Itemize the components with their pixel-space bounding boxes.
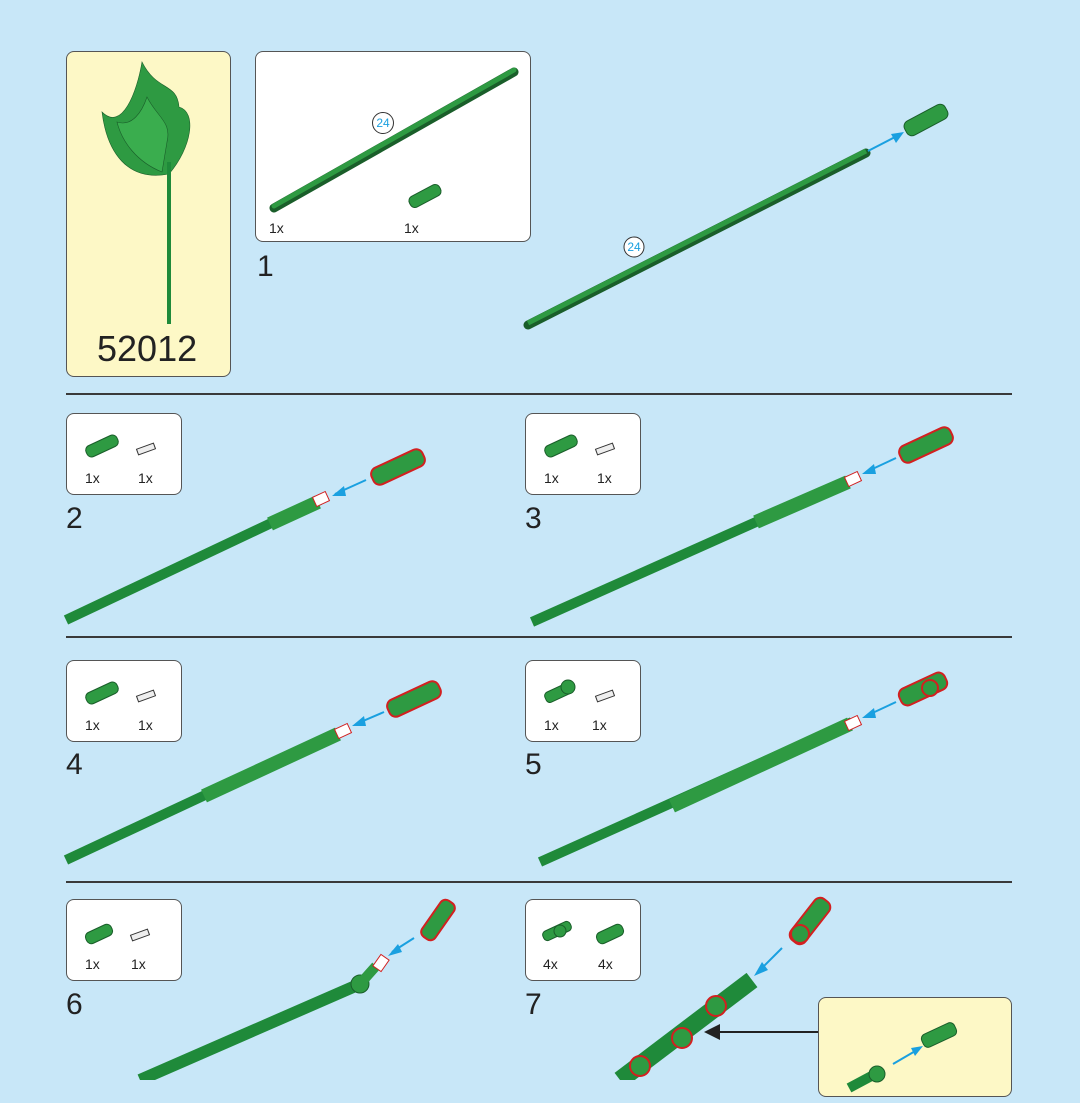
part-qty: 1x	[138, 470, 153, 486]
part-qty: 1x	[131, 956, 146, 972]
part-qty: 1x	[85, 956, 100, 972]
part-qty: 1x	[138, 717, 153, 733]
steps-2-7-assembly	[63, 426, 954, 1080]
part-qty: 1x	[544, 470, 559, 486]
step-3-parts-panel: 1x 1x	[525, 413, 641, 495]
step-2-parts-panel: 1x 1x	[66, 413, 182, 495]
sub-assembly-icon	[846, 1022, 958, 1093]
part-qty: 1x	[592, 717, 607, 733]
connector-pin-icon	[135, 442, 157, 456]
part-qty: 1x	[404, 220, 419, 236]
step-number: 3	[525, 502, 542, 535]
sub-assembly-callout	[818, 997, 1012, 1097]
step-number: 5	[525, 748, 542, 781]
step-5-parts-panel: 1x 1x	[525, 660, 641, 742]
step-number: 7	[525, 988, 542, 1021]
part-qty: 1x	[544, 717, 559, 733]
step-1-assembly	[523, 103, 949, 330]
step-4-parts-panel: 1x 1x	[66, 660, 182, 742]
step-number: 6	[66, 988, 83, 1021]
tube-piece-icon	[85, 681, 119, 705]
tube-piece-icon	[85, 434, 119, 458]
step-number: 2	[66, 502, 83, 535]
step-number: 1	[257, 250, 274, 283]
row-divider	[66, 881, 1012, 883]
callout-number-label: 24	[627, 240, 641, 254]
connector-pin-icon	[594, 689, 616, 703]
part-qty: 1x	[85, 717, 100, 733]
step-number: 4	[66, 748, 83, 781]
connector-pin-icon	[594, 442, 616, 456]
row-divider	[66, 393, 1012, 395]
tube-piece-icon	[595, 923, 625, 945]
part-qty: 4x	[598, 956, 613, 972]
part-qty: 1x	[597, 470, 612, 486]
tube-piece-icon	[408, 183, 442, 209]
step-7-parts-panel: 4x 4x	[525, 899, 641, 981]
connector-pin-icon	[129, 928, 151, 942]
cover-panel: 52012	[66, 51, 231, 377]
part-qty: 4x	[543, 956, 558, 972]
callout-number-badge: 24	[372, 112, 394, 134]
step-6-parts-panel: 1x 1x	[66, 899, 182, 981]
fern-leaf-icon	[101, 61, 191, 324]
joint-piece-icon	[544, 679, 576, 703]
tube-piece-icon	[544, 434, 578, 458]
part-qty: 1x	[269, 220, 284, 236]
set-number: 52012	[97, 328, 198, 369]
tube-piece-icon	[84, 923, 114, 945]
step-1-parts-panel: 24 1x 1x	[255, 51, 531, 242]
part-qty: 1x	[85, 470, 100, 486]
long-rod-icon	[269, 67, 519, 213]
connector-pin-icon	[135, 689, 157, 703]
row-divider	[66, 636, 1012, 638]
joint-piece-icon	[542, 920, 572, 942]
